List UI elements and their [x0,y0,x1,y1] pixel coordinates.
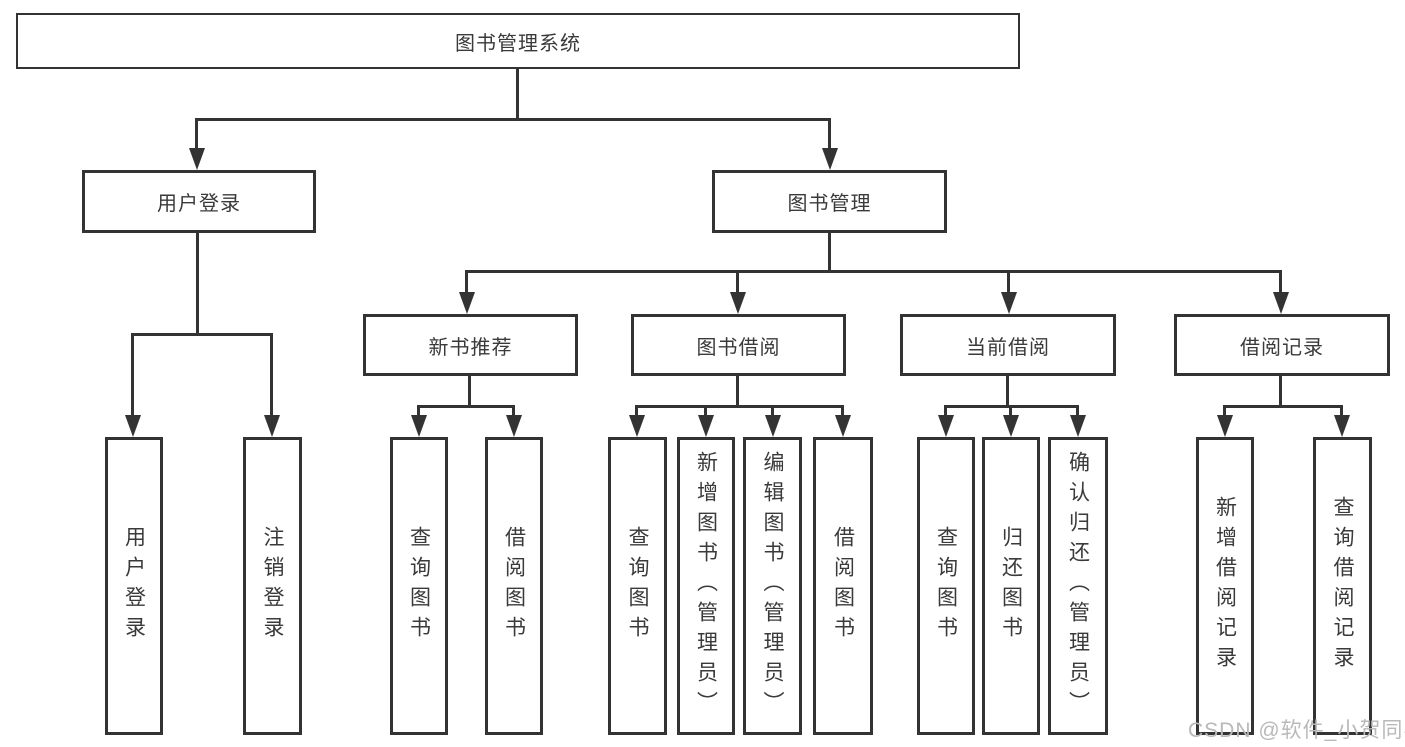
connector-line [635,407,638,419]
connector-line [736,272,739,296]
connector-line [704,407,707,419]
node-label: 图书借阅 [696,336,781,359]
leaf-label: 归还图书 [999,526,1023,646]
node-book-management: 图书管理 [712,170,947,233]
node-user-login: 用户登录 [82,170,316,233]
connector-line [944,405,1079,408]
arrow-down-icon [411,415,427,437]
connector-line [1223,405,1343,408]
arrow-down-icon [506,415,522,437]
connector-line [465,272,468,296]
connector-line [417,407,420,419]
connector-line [828,120,831,150]
connector-line [417,405,515,408]
leaf-newbook-query-books: 查询图书 [390,437,448,735]
connector-line [1279,272,1282,296]
connector-line [944,407,947,419]
leaf-label: 编辑图书（管理员） [761,451,784,721]
arrow-down-icon [765,415,781,437]
leaf-current-confirm-return-admin: 确认归还（管理员） [1048,437,1108,735]
arrow-down-icon [1003,415,1019,437]
connector-line [270,335,273,419]
leaf-current-query-books: 查询图书 [917,437,975,735]
leaf-label: 新增借阅记录 [1213,496,1237,676]
connector-line [1009,407,1012,419]
node-label: 图书管理系统 [455,32,581,55]
leaf-label: 用户登录 [122,526,146,646]
leaf-logout: 注销登录 [243,437,302,735]
connector-line [131,333,273,336]
connector-line [1006,376,1009,407]
arrow-down-icon [1217,415,1233,437]
node-current-borrowing: 当前借阅 [900,314,1116,376]
connector-line [736,376,739,407]
arrow-down-icon [189,148,205,170]
arrow-down-icon [1273,292,1289,314]
arrow-down-icon [730,292,746,314]
connector-line [1340,407,1343,419]
leaf-label: 查询图书 [934,526,958,646]
leaf-label: 借阅图书 [831,526,855,646]
arrow-down-icon [629,415,645,437]
leaf-borrow-query-books: 查询图书 [608,437,667,735]
node-label: 当前借阅 [966,336,1050,359]
leaf-label: 借阅图书 [502,526,526,646]
connector-line [1076,407,1079,419]
node-label: 新书推荐 [428,336,513,359]
arrow-down-icon [1070,415,1086,437]
node-library-management-system: 图书管理系统 [16,13,1020,69]
leaf-label: 查询图书 [626,526,649,646]
connector-line [841,407,844,419]
csdn-watermark: CSDN @软件_小贺同学 [1188,719,1405,742]
leaf-borrow-edit-books-admin: 编辑图书（管理员） [743,437,802,735]
leaf-label: 注销登录 [261,526,284,646]
connector-line [516,69,519,120]
connector-line [195,120,198,150]
leaf-newbook-borrow-books: 借阅图书 [485,437,543,735]
connector-line [512,407,515,419]
connector-line [828,233,831,272]
node-label: 用户登录 [157,193,241,215]
connector-line [195,118,831,121]
connector-line [465,270,1282,273]
connector-line [131,335,134,419]
arrow-down-icon [938,415,954,437]
node-borrowing-records: 借阅记录 [1174,314,1390,376]
arrow-down-icon [1001,292,1017,314]
leaf-label: 新增图书（管理员） [694,451,718,721]
arrow-down-icon [698,415,714,437]
arrow-down-icon [1334,415,1350,437]
connector-line [196,233,199,336]
node-label: 借阅记录 [1240,336,1324,359]
leaf-label: 确认归还（管理员） [1066,451,1090,721]
leaf-records-add-borrow-record: 新增借阅记录 [1196,437,1254,735]
leaf-label: 查询借阅记录 [1331,496,1354,676]
node-new-book-recommend: 新书推荐 [363,314,578,376]
node-book-borrowing: 图书借阅 [631,314,846,376]
leaf-borrow-add-books-admin: 新增图书（管理员） [677,437,735,735]
connector-line [468,376,471,407]
leaf-label: 查询图书 [407,526,431,646]
leaf-records-query-borrow-record: 查询借阅记录 [1313,437,1372,735]
arrow-down-icon [264,415,280,437]
leaf-current-return-books: 归还图书 [982,437,1040,735]
connector-line [771,407,774,419]
connector-line [635,405,844,408]
leaf-borrow-borrow-books: 借阅图书 [813,437,873,735]
arrow-down-icon [822,148,838,170]
connector-line [1223,407,1226,419]
arrow-down-icon [835,415,851,437]
arrow-down-icon [125,415,141,437]
leaf-user-login: 用户登录 [105,437,163,735]
node-label: 图书管理 [787,193,872,215]
connector-line [1279,376,1282,407]
connector-line [1007,272,1010,296]
arrow-down-icon [459,292,475,314]
